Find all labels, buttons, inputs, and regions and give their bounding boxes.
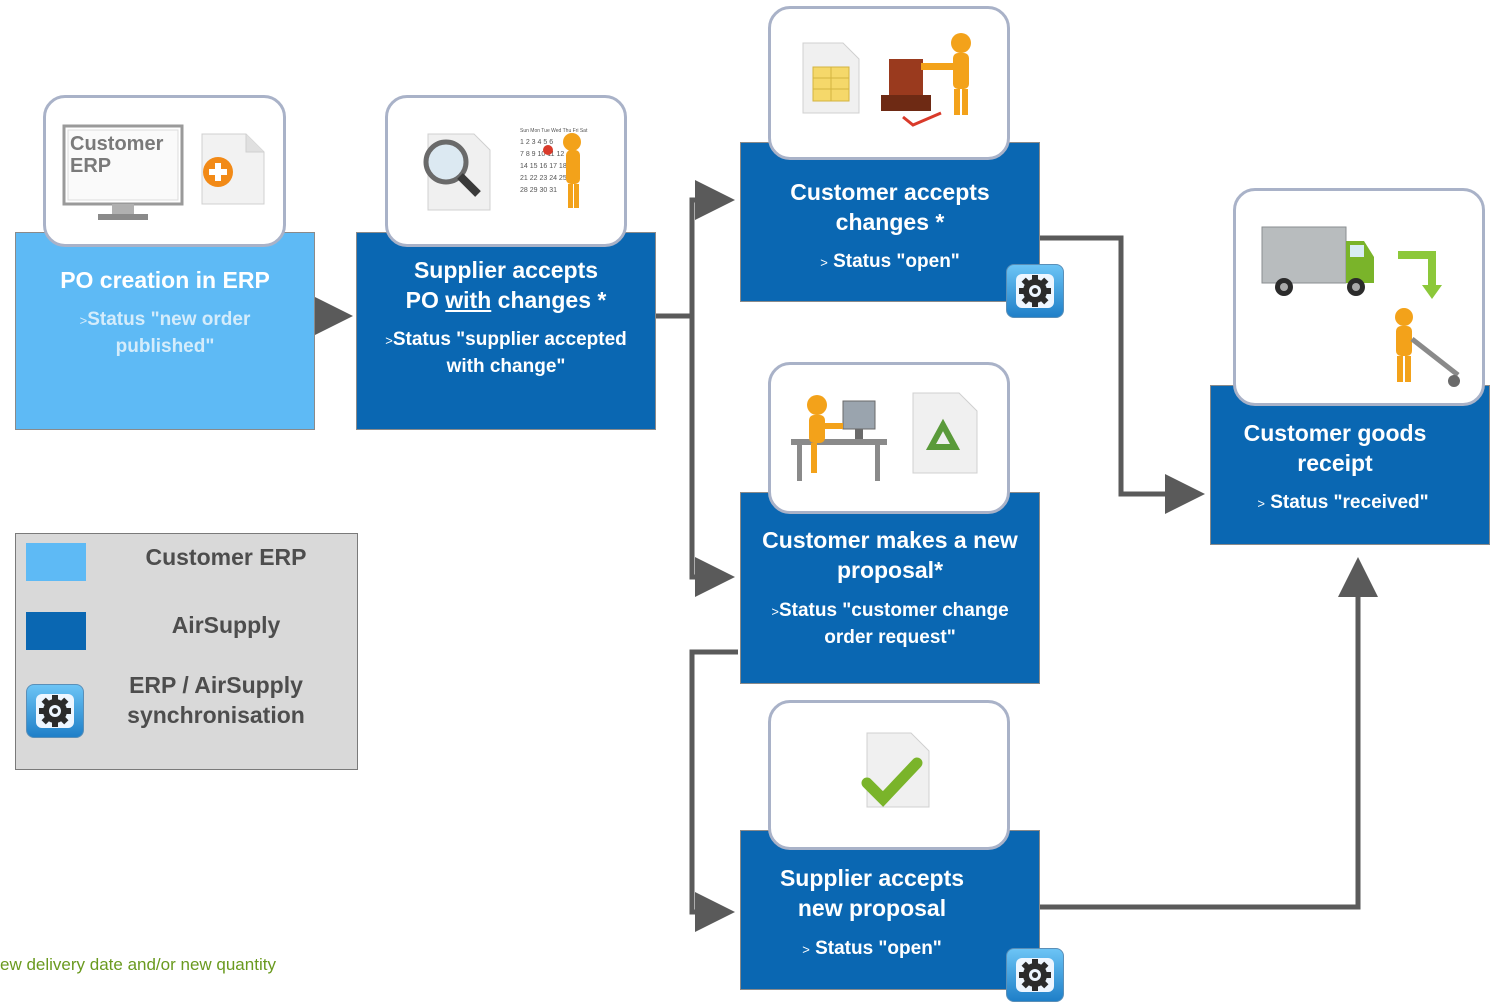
- goods-receipt-card: [1233, 188, 1485, 406]
- sync-badge-supplier-new: [1006, 948, 1064, 1002]
- add-document-icon: [201, 133, 265, 205]
- hand-truck-icon: [1395, 308, 1460, 387]
- legend-swatch-erp: [26, 543, 86, 581]
- recycle-document-icon: [912, 392, 978, 474]
- customer-accepts-card: [768, 6, 1010, 160]
- goods-receipt-title: Customer goods receipt: [1243, 420, 1427, 476]
- supplier-accepts-title: Supplier accepts PO with changes *: [405, 257, 607, 313]
- supplier-new-title: Supplier accepts new proposal: [779, 865, 965, 921]
- arrow-to-proposal: [689, 316, 735, 597]
- goods-receipt-status: > Status "received": [1257, 492, 1429, 513]
- supplier-accepts-box: Supplier accepts PO with changes * >Stat…: [356, 232, 656, 430]
- supplier-accepts-card: Sun Mon Tue Wed Thu Fri Sat 1 2 3 4 5 6 …: [385, 95, 627, 247]
- arrow-supplier-new-to-receipt: [1040, 557, 1378, 910]
- customer-accepts-title: Customer accepts changes *: [790, 179, 990, 235]
- svg-text:14 15 16 17 18 19: 14 15 16 17 18 19: [520, 163, 577, 170]
- check-document-icon: [861, 732, 930, 808]
- svg-text:21 22 23 24 25 26: 21 22 23 24 25 26: [520, 175, 577, 182]
- legend-swatch-airsupply: [26, 612, 86, 650]
- legend-label-erp: Customer ERP: [145, 544, 307, 570]
- spreadsheet-icon: [802, 42, 860, 114]
- customer-proposal-status: >Status "customer change order request": [771, 600, 1009, 648]
- legend-label-airsupply: AirSupply: [171, 612, 281, 638]
- customer-accepts-box: Customer accepts changes * > Status "ope…: [740, 142, 1040, 302]
- customer-proposal-title: Customer makes a new proposal*: [762, 527, 1018, 583]
- goods-receipt-box: Customer goods receipt > Status "receive…: [1210, 385, 1490, 545]
- legend-label-sync: ERP / AirSupply synchronisation: [127, 672, 305, 728]
- supplier-accepts-status: >Status "supplier accepted with change": [385, 329, 627, 377]
- legend-sync-icon: [26, 684, 84, 738]
- search-document-icon: [423, 133, 491, 211]
- sync-badge-customer-accepts: [1006, 264, 1064, 318]
- svg-text:28 29 30 31: 28 29 30 31: [520, 187, 557, 194]
- supplier-new-status: > Status "open": [802, 938, 942, 959]
- supplier-new-card: [768, 700, 1010, 850]
- arrow-proposal-to-supplier-new: [689, 649, 738, 932]
- office-worker-icon: [791, 395, 887, 481]
- calendar-icon: Sun Mon Tue Wed Thu Fri Sat 1 2 3 4 5 6 …: [520, 128, 588, 208]
- legend: Customer ERP AirSupply ERP / AirSupply s…: [15, 533, 358, 770]
- arrow-accepts-to-receipt: [1040, 235, 1205, 514]
- customer-accepts-status: > Status "open": [820, 251, 960, 272]
- stamp-icon: [881, 33, 971, 127]
- gear-icon: [1019, 275, 1051, 307]
- supplier-new-box: Supplier accepts new proposal > Status "…: [740, 830, 1040, 990]
- customer-proposal-box: Customer makes a new proposal* >Status "…: [740, 492, 1040, 684]
- svg-text:1 2 3 4 5 6: 1 2 3 4 5 6: [520, 139, 553, 146]
- customer-proposal-card: [768, 362, 1010, 514]
- gear-icon: [1019, 959, 1051, 991]
- po-creation-box: PO creation in ERP >Status "new order pu…: [15, 232, 315, 430]
- footnote: ew delivery date and/or new quantity: [0, 955, 276, 974]
- gear-icon: [39, 695, 71, 727]
- po-creation-status: >Status "new order published": [79, 309, 251, 357]
- arrow-supplier-branch: [655, 180, 735, 319]
- svg-text:Sun Mon Tue Wed Thu Fri Sat: Sun Mon Tue Wed Thu Fri Sat: [520, 128, 588, 134]
- truck-icon: [1261, 226, 1374, 296]
- po-creation-title: PO creation in ERP: [60, 267, 270, 293]
- svg-text:7 8 9 10 11 12: 7 8 9 10 11 12: [520, 151, 564, 158]
